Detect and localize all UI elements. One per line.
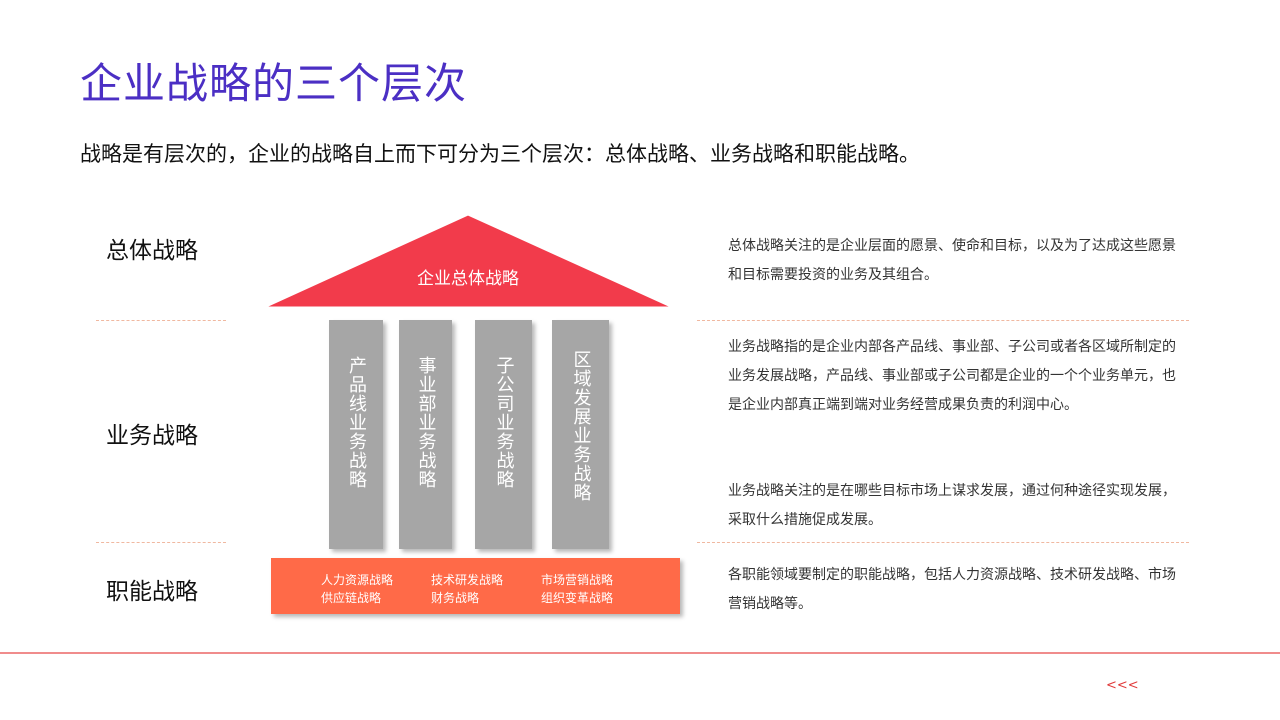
description-functional: 各职能领域要制定的职能战略，包括人力资源战略、技术研发战略、市场营销战略等。 xyxy=(728,567,1176,612)
footer-divider xyxy=(0,652,1280,654)
page-title: 企业战略的三个层次 xyxy=(80,59,468,108)
pillar-product-line: 产品线业务战略 xyxy=(329,320,383,549)
level-label-corporate: 总体战略 xyxy=(106,238,198,264)
description-business-1: 业务战略指的是企业内部各产品线、事业部、子公司或者各区域所制定的业务发展战略，产… xyxy=(728,339,1176,413)
pillar-subsidiary: 子公司业务战略 xyxy=(475,320,532,549)
separator-left-bottom xyxy=(96,542,226,543)
pillar-label: 子公司业务战略 xyxy=(493,356,515,489)
pillar-label: 区域发展业务战略 xyxy=(570,350,592,502)
description-corporate: 总体战略关注的是企业层面的愿景、使命和目标，以及为了达成这些愿景和目标需要投资的… xyxy=(728,238,1176,283)
separator-left-top xyxy=(96,320,226,321)
separator-right-top xyxy=(697,320,1189,321)
pillar-label: 事业部业务战略 xyxy=(415,356,437,489)
functional-item: 市场营销战略 xyxy=(541,573,614,587)
description-business-2: 业务战略关注的是在哪些目标市场上谋求发展，通过何种途径实现发展，采取什么措施促成… xyxy=(728,483,1176,528)
roof-label: 企业总体战略 xyxy=(417,269,519,289)
pillar-division: 事业部业务战略 xyxy=(399,320,452,549)
functional-item: 供应链战略 xyxy=(321,591,382,605)
functional-item: 人力资源战略 xyxy=(321,573,394,587)
back-nav-button[interactable]: <<< xyxy=(1106,678,1139,693)
pillar-label: 产品线业务战略 xyxy=(346,356,367,489)
separator-right-bottom xyxy=(697,542,1189,543)
roof-triangle xyxy=(265,214,672,308)
functional-strategy-list: 人力资源战略 技术研发战略 市场营销战略 供应链战略 财务战略 组织变革战略 xyxy=(321,572,651,606)
level-label-functional: 职能战略 xyxy=(106,579,198,605)
functional-item: 财务战略 xyxy=(431,591,480,605)
functional-item: 技术研发战略 xyxy=(431,573,504,587)
foundation-functional: 人力资源战略 技术研发战略 市场营销战略 供应链战略 财务战略 组织变革战略 xyxy=(271,558,680,614)
page-subtitle: 战略是有层次的，企业的战略自上而下可分为三个层次：总体战略、业务战略和职能战略。 xyxy=(80,142,920,166)
pillar-regional: 区域发展业务战略 xyxy=(552,320,609,549)
roof-shape xyxy=(265,214,672,308)
level-label-business: 业务战略 xyxy=(106,423,198,449)
functional-item: 组织变革战略 xyxy=(541,591,614,605)
